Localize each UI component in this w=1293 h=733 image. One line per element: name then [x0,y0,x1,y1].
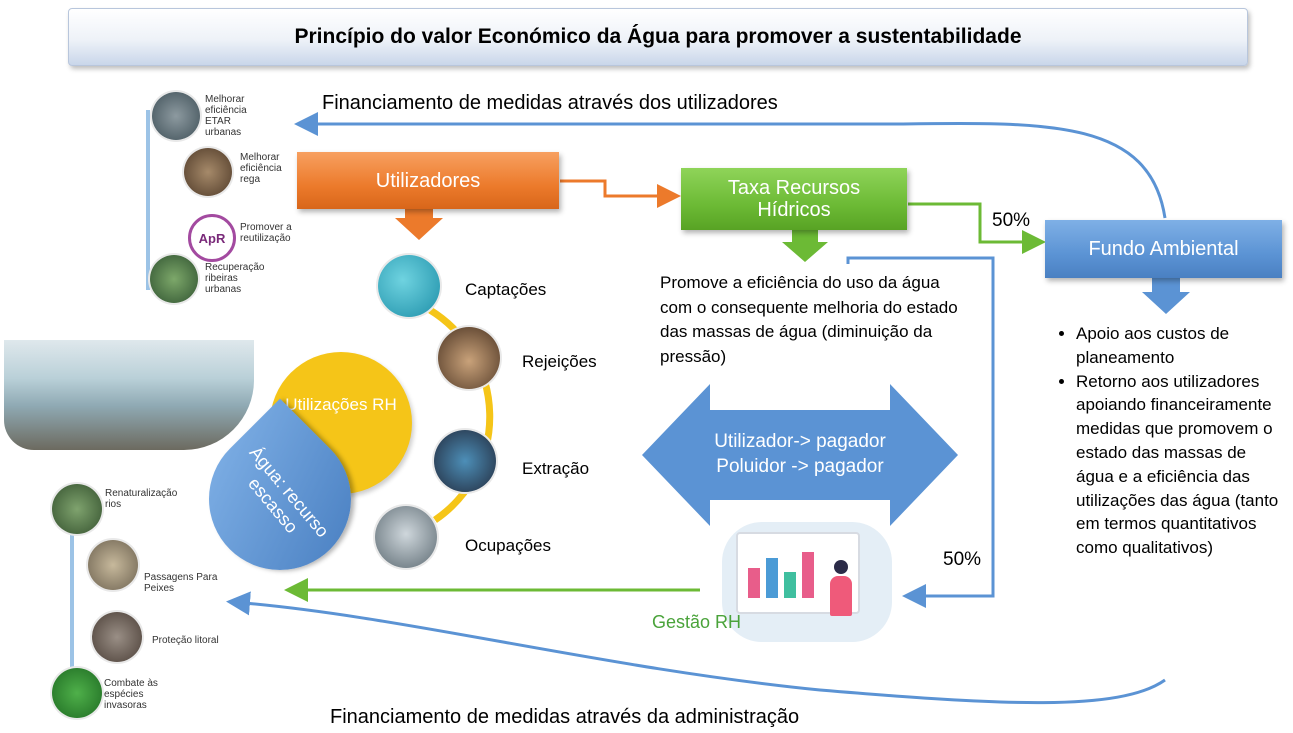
use-label-captacoes: Captações [465,280,547,299]
measure-ribeiras-label: Recuperação ribeiras urbanas [205,262,265,295]
use-label-rejeicoes: Rejeições [522,352,597,371]
measure-ribeiras-image [150,255,198,303]
page-title: Princípio do valor Económico da Água par… [68,8,1248,66]
measure-reutilizacao-label: Promover a reutilização [240,222,292,244]
taxa-recursos-hidricos-box: Taxa Recursos Hídricos [681,168,907,230]
gestao-rh-label: Gestão RH [652,612,742,632]
payer-double-arrow [642,384,958,526]
apr-logo: ApR [188,214,236,262]
bottom-funding-arrow [226,591,1166,705]
fundo-bullet-retorno: Retorno aos utilizadores apoiando financ… [1076,370,1281,560]
percent-top-label: 50% [992,210,1031,231]
use-label-extracao: Extração [522,459,590,478]
top-caption: Financiamento de medidas através dos uti… [322,92,778,114]
utilizacoes-rh-label: Utilizações RH [285,395,397,414]
gestao-illustration [712,512,902,652]
taxa-to-fundo-arrow [908,202,1046,254]
measure-etar-label: Melhorar eficiência ETAR urbanas [205,94,247,138]
half-to-gestao-arrow [846,256,995,608]
use-label-ocupacoes: Ocupações [465,536,551,555]
river-illustration [4,340,254,450]
payer-principle-text: Utilizador-> pagador Poluidor -> pagador [690,430,910,479]
taxa-down-arrow [782,228,828,262]
measure-invasoras-image [52,668,102,718]
measure-passagens-image [88,540,138,590]
percent-bottom-label: 50% [943,549,982,570]
utilizadores-box: Utilizadores [297,152,559,209]
rejeicoes-image [438,327,500,389]
measure-invasoras-label: Combate às espécies invasoras [104,678,158,711]
ocupacoes-image [375,506,437,568]
measure-rega-label: Melhorar eficiência rega [240,152,282,185]
measure-renaturalizacao-image [52,484,102,534]
measure-renaturalizacao-label: Renaturalização rios [105,488,178,510]
measure-litoral-image [92,612,142,662]
utilizadores-to-taxa-arrow [560,179,681,208]
poluidor-pagador-line: Poluidor -> pagador [716,455,884,477]
measure-litoral-label: Proteção litoral [152,635,219,646]
fundo-ambiental-box: Fundo Ambiental [1045,220,1282,278]
captacoes-image [378,255,440,317]
bottom-caption: Financiamento de medidas através da admi… [330,706,800,728]
measure-passagens-label: Passagens Para Peixes [144,572,218,594]
utilizador-pagador-line: Utilizador-> pagador [714,431,886,452]
extracao-image [434,430,496,492]
fundo-bullet-list: Apoio aos custos de planeamento Retorno … [1046,322,1281,560]
fundo-bullet-planeamento: Apoio aos custos de planeamento [1076,322,1281,370]
measure-etar-image [152,92,200,140]
measure-rega-image [184,148,232,196]
fundo-down-arrow [1142,276,1190,314]
top-funding-arrow [294,112,1167,219]
promotes-text: Promove a eficiência do uso da água com … [660,273,958,366]
